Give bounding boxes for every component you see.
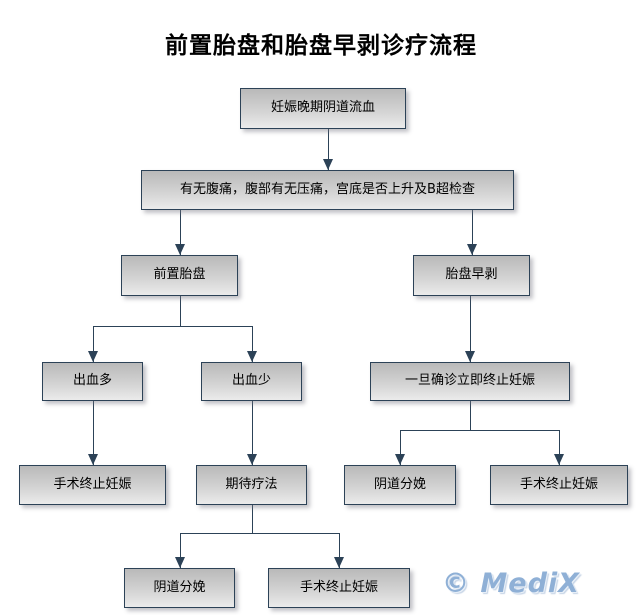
arrow-head-icon [322, 159, 333, 170]
flow-node: 阴道分娩 [344, 465, 456, 505]
connector-segment [179, 296, 181, 326]
connector-segment [251, 401, 253, 465]
connector-segment [92, 326, 252, 327]
flow-node-label: 一旦确诊立即终止妊娠 [404, 373, 535, 389]
flow-node: 胎盘早剥 [413, 255, 530, 296]
arrow-head-icon [246, 454, 257, 465]
connector-segment [470, 296, 471, 362]
watermark: © MediX [442, 568, 580, 599]
flow-node-label: 妊娠晚期阴道流血 [270, 100, 375, 116]
arrow-head-icon [174, 557, 185, 568]
flow-node: 手术终止妊娠 [19, 465, 166, 505]
flow-node: 出血少 [201, 362, 302, 401]
arrow-head-icon [87, 454, 98, 465]
connector-segment [179, 533, 339, 534]
flow-node-label: 阴道分娩 [153, 579, 206, 595]
connector-segment [470, 401, 471, 430]
arrow-head-icon [334, 557, 344, 568]
flow-node: 手术终止妊娠 [490, 465, 628, 505]
page-title: 前置胎盘和胎盘早剥诊疗流程 [165, 32, 477, 59]
flow-node-label: 阴道分娩 [373, 476, 426, 492]
connector-segment [251, 505, 253, 533]
flow-node: 前置胎盘 [121, 255, 238, 296]
flow-node-label: 前置胎盘 [153, 267, 206, 283]
flow-node: 妊娠晚期阴道流血 [240, 88, 406, 129]
flow-node-label: 有无腹痛，腹部有无压痛，宫底是否上升及B超检查 [180, 181, 475, 197]
flow-node-label: 手术终止妊娠 [53, 476, 132, 492]
connector-segment [400, 430, 401, 465]
flow-node-label: 手术终止妊娠 [519, 476, 598, 492]
flow-node: 出血多 [42, 362, 143, 401]
connector-segment [559, 430, 560, 465]
connector-segment [92, 401, 94, 465]
flow-node: 一旦确诊立即终止妊娠 [370, 362, 570, 401]
arrow-head-icon [465, 351, 475, 362]
arrow-head-icon [246, 351, 257, 362]
connector-segment [179, 533, 181, 568]
connector-segment [400, 430, 559, 431]
flow-node-label: 胎盘早剥 [445, 267, 498, 283]
flow-node: 手术终止妊娠 [268, 568, 410, 608]
flow-node: 有无腹痛，腹部有无压痛，宫底是否上升及B超检查 [141, 170, 514, 210]
connector-segment [92, 326, 94, 362]
flow-node: 阴道分娩 [124, 568, 235, 608]
connector-segment [471, 210, 473, 255]
connector-segment [179, 210, 181, 255]
arrow-head-icon [466, 244, 477, 255]
connector-segment [327, 129, 329, 170]
arrow-head-icon [174, 244, 185, 255]
connector-segment [339, 533, 340, 568]
flow-node-label: 手术终止妊娠 [299, 579, 378, 595]
flow-node-label: 出血少 [231, 373, 271, 389]
arrow-head-icon [395, 454, 405, 465]
flow-node: 期待疗法 [196, 465, 307, 505]
arrow-head-icon [87, 351, 98, 362]
flow-node-label: 期待疗法 [225, 476, 278, 492]
connector-segment [251, 326, 253, 362]
flow-node-label: 出血多 [72, 373, 112, 389]
arrow-head-icon [554, 454, 564, 465]
